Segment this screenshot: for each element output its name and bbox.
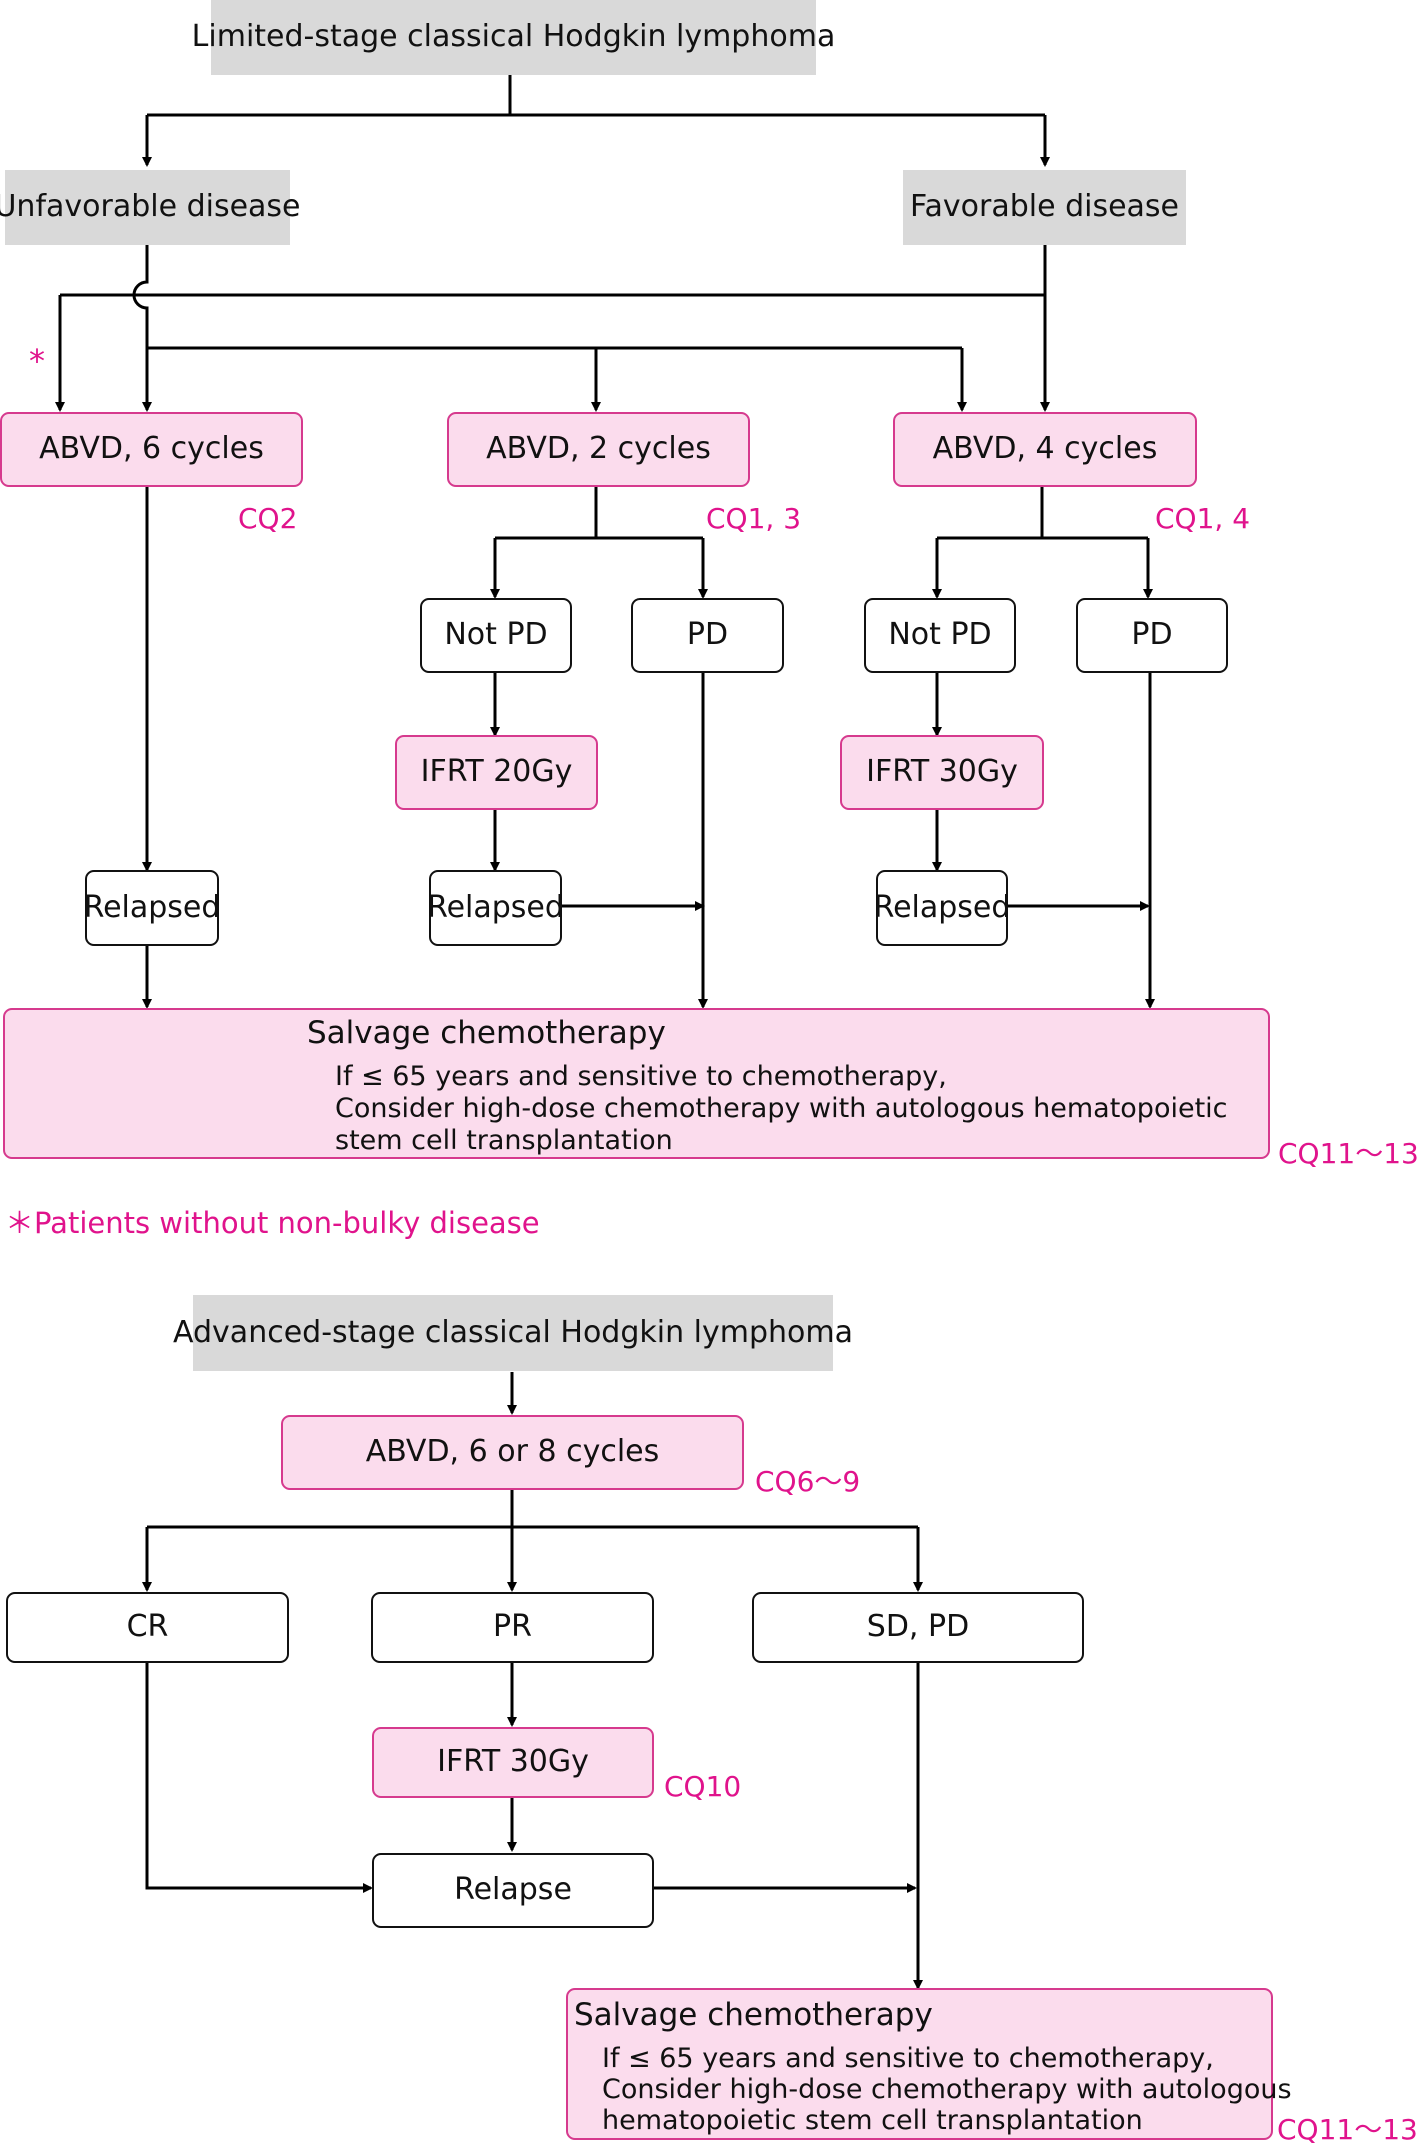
salvage-line-3-advanced: hematopoietic stem cell transplantation [602, 2105, 1143, 2136]
salvage-line-1: If ≤ 65 years and sensitive to chemother… [335, 1061, 947, 1092]
abvd-2-cycles-box: ABVD, 2 cycles [447, 412, 750, 487]
salvage-line-2: Consider high-dose chemotherapy with aut… [335, 1093, 1228, 1124]
cq10-label: CQ10 [664, 1770, 742, 1803]
unfavorable-disease-box: Unfavorable disease [0, 170, 301, 245]
salvage-chemotherapy-box-limited: Salvage chemotherapy If ≤ 65 years and s… [3, 1008, 1270, 1159]
relapsed-box-3: Relapsed [874, 870, 1010, 946]
salvage-line-3: stem cell transplantation [335, 1125, 673, 1156]
arrow-cr-to-relapse [145, 1662, 373, 1893]
relapse-box: Relapse [372, 1853, 654, 1928]
ifrt-20gy-box: IFRT 20Gy [395, 735, 598, 810]
connector-unfavorable-down [132, 245, 152, 412]
salvage-line-2-advanced: Consider high-dose chemotherapy with aut… [602, 2074, 1292, 2105]
cq11-13-label-advanced: CQ11〜13 [1277, 2113, 1418, 2146]
pd-box-1: PD [631, 598, 784, 673]
connector-adv-split [147, 1490, 918, 1529]
ifrt-30gy-box-advanced: IFRT 30Gy [372, 1727, 654, 1798]
cq2-label: CQ2 [238, 502, 298, 535]
not-pd-box-2: Not PD [864, 598, 1016, 673]
ifrt-30gy-box-limited: IFRT 30Gy [840, 735, 1044, 810]
not-pd-box-1: Not PD [420, 598, 572, 673]
abvd-4-cycles-box: ABVD, 4 cycles [893, 412, 1197, 487]
footnote: ＊Patients without non-bulky disease [5, 1206, 540, 1240]
salvage-chemotherapy-box-advanced: Salvage chemotherapy If ≤ 65 years and s… [566, 1988, 1292, 2140]
pd-box-2: PD [1076, 598, 1228, 673]
favorable-disease-box: Favorable disease [903, 170, 1186, 245]
cq11-13-label-limited: CQ11〜13 [1278, 1137, 1419, 1170]
cr-box: CR [6, 1592, 289, 1663]
connector-title-split [147, 75, 1045, 117]
cq1-4-label: CQ1, 4 [1155, 502, 1251, 535]
sd-pd-box: SD, PD [752, 1592, 1084, 1663]
relapsed-box-1: Relapsed [84, 870, 220, 946]
advanced-stage-title: Advanced-stage classical Hodgkin lymphom… [173, 1295, 853, 1371]
limited-stage-title: Limited-stage classical Hodgkin lymphoma [192, 0, 835, 75]
abvd-6-or-8-cycles-box: ABVD, 6 or 8 cycles [281, 1415, 744, 1490]
relapsed-box-2: Relapsed [427, 870, 564, 946]
abvd-6-cycles-box: ABVD, 6 cycles [0, 412, 303, 487]
connector-abvd4-split [937, 487, 1148, 540]
salvage-title: Salvage chemotherapy [307, 1015, 666, 1051]
salvage-line-1-advanced: If ≤ 65 years and sensitive to chemother… [602, 2043, 1214, 2074]
asterisk-marker: * [29, 342, 45, 380]
cq1-3-label: CQ1, 3 [706, 502, 802, 535]
connector-abvd2-split [495, 487, 703, 540]
pr-box: PR [371, 1592, 654, 1663]
cq6-9-label: CQ6〜9 [755, 1465, 861, 1498]
salvage-title-advanced: Salvage chemotherapy [574, 1997, 933, 2033]
